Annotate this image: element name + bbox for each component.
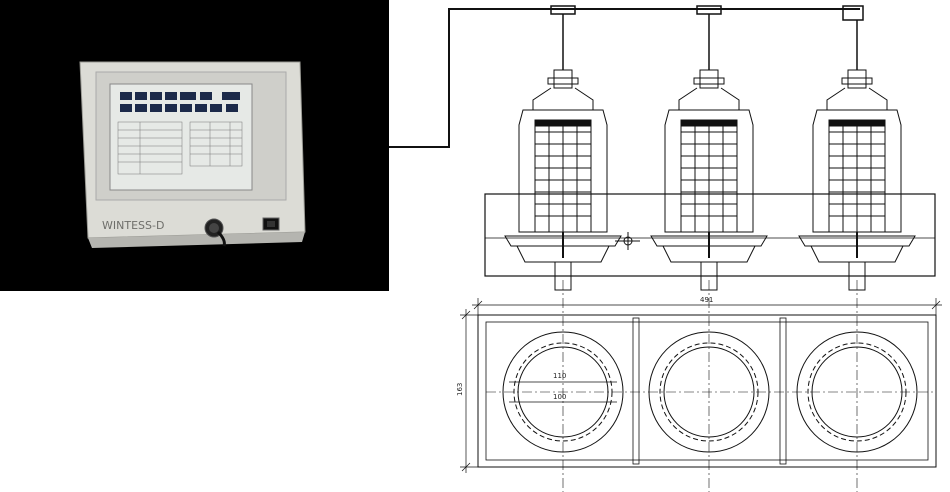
power-switch	[262, 217, 280, 231]
connection-cable	[389, 8, 860, 148]
width-dimension	[472, 298, 942, 315]
screen-button-row-2	[120, 104, 238, 112]
manifold-tees	[550, 5, 864, 70]
test-cell-1	[504, 69, 622, 291]
plan-ring-1	[502, 331, 624, 453]
inner-diameter-label: 100	[553, 393, 566, 401]
plan-ring-2	[648, 331, 770, 453]
connector-port	[204, 218, 226, 247]
brand-label: WINTESS-D	[102, 219, 164, 232]
test-cell-3	[798, 69, 916, 291]
screen-button-row-1	[120, 92, 240, 100]
controller-device: WINTESS-D	[79, 61, 306, 248]
screen-data-tables	[117, 121, 243, 175]
height-dimension-label: 163	[456, 383, 464, 396]
touch-screen	[109, 83, 253, 191]
test-cell-2	[650, 69, 768, 291]
water-bath-side	[484, 193, 936, 277]
width-dimension-label: 491	[700, 296, 713, 304]
controller-photo: WINTESS-D	[0, 0, 389, 291]
plan-view	[460, 280, 942, 492]
plan-ring-3	[796, 331, 918, 453]
outer-diameter-label: 110	[553, 372, 566, 380]
height-dimension	[460, 309, 478, 473]
drain-valve	[615, 232, 640, 250]
